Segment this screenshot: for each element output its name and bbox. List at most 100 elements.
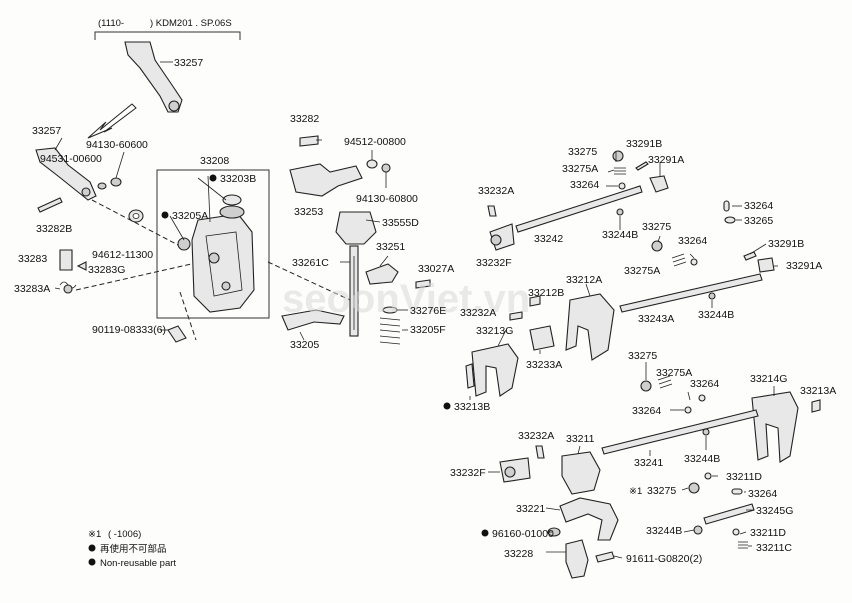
part-label-33232A-top: 33232A [478, 185, 514, 197]
pin-33291B-right [743, 251, 757, 261]
part-label-33275A-mid: 33275A [624, 265, 660, 277]
part-label-33261C: 33261C [292, 257, 329, 269]
head-33211 [561, 451, 601, 495]
fork-33213G [471, 343, 519, 397]
part-label-33245G: 33245G [756, 505, 793, 517]
pin-33282 [299, 135, 319, 147]
part-label-33211D-top: 33211D [726, 471, 762, 483]
pin-33212B [529, 295, 541, 307]
pin-33282B [37, 197, 63, 213]
pin-33244B-low [702, 428, 710, 436]
gasket-33205A [177, 237, 191, 251]
part-label-33257: 33257 [32, 125, 61, 137]
block-33228 [565, 539, 589, 579]
legend-note-range: ( -1006) [108, 529, 141, 540]
part-label-33233A: 33233A [526, 359, 562, 371]
spring-33275A-mid [671, 253, 687, 267]
part-label-94130-60800: 94130-60800 [356, 193, 418, 205]
leader-lines [160, 139, 778, 559]
part-label-33291A-right: 33291A [786, 260, 822, 272]
part-label-33275-low: 33275 [628, 350, 657, 362]
part-label-33232F-low: 33232F [450, 467, 486, 479]
note-mark: ※1 [629, 486, 642, 497]
part-label-33291A-top: 33291A [648, 154, 684, 166]
head-33233A [529, 325, 555, 351]
ball-33264-low2 [684, 406, 692, 414]
fork-33214G [751, 391, 799, 463]
lever-33221 [559, 497, 619, 541]
part-label-33242: 33242 [534, 233, 563, 245]
shift-lever-lower [35, 147, 97, 201]
part-label-91611-G0820: 91611-G0820(2) [626, 553, 702, 565]
part-label-33244B-low: 33244B [684, 453, 720, 465]
part-label-33243A: 33243A [638, 313, 674, 325]
pin-33244B-bottom [693, 525, 703, 535]
pin-33244B-top [616, 208, 624, 216]
spring-33211C [738, 541, 748, 549]
part-label-33283A: 33283A [14, 283, 50, 295]
part-label-33275A-low: 33275A [656, 367, 692, 379]
part-label-33203B: 33203B [220, 173, 256, 185]
part-label-33276E: 33276E [410, 305, 446, 317]
detent-33275-top [612, 150, 624, 162]
part-label-33213B: 33213B [454, 401, 490, 413]
part-label-33212A: 33212A [566, 274, 602, 286]
part-label-33265: 33265 [744, 215, 773, 227]
legend: ※1 ( -1006) 再使用不可部品 Non-reusable part [88, 529, 176, 569]
part-label-33228: 33228 [504, 548, 533, 560]
part-label-33241: 33241 [634, 457, 663, 469]
detent-33275-star [688, 482, 700, 494]
pin-33232A-low [535, 445, 545, 459]
pin-33213A [811, 399, 821, 413]
legend-line-en: Non-reusable part [100, 558, 176, 569]
spring-33275A-low [657, 375, 673, 389]
part-label-33211C: 33211C [756, 542, 792, 554]
part-label-90119-08333: 90119-08333(6) [92, 324, 166, 336]
part-label-94512-00800: 94512-00800 [344, 136, 406, 148]
part-label-33205: 33205 [290, 339, 319, 351]
part-label-33291B-right: 33291B [768, 238, 804, 250]
part-label-33282: 33282 [290, 113, 319, 125]
bolt-33213B [465, 363, 475, 389]
part-label-33232A-mid: 33232A [460, 307, 496, 319]
case-group-frame [156, 169, 270, 319]
pin-33232A-top [487, 205, 497, 217]
lever-33205 [281, 309, 345, 331]
washer-94612 [128, 209, 144, 223]
part-label-33264-bottom: 33264 [748, 488, 777, 500]
pin-33232A-mid [509, 311, 523, 321]
part-label-33221: 33221 [516, 503, 545, 515]
part-label-33282B: 33282B [36, 223, 72, 235]
nut-94130-60600 [110, 177, 122, 187]
part-label-33275-top: 33275 [568, 146, 597, 158]
part-label-33232A-low: 33232A [518, 430, 554, 442]
direction-arrow-icon [87, 103, 137, 139]
bolt-94531 [97, 182, 107, 190]
part-label-33208: 33208 [200, 155, 229, 167]
pin-33283 [59, 249, 73, 271]
part-number-labels: 332573325794531-0060094130-6060033282B94… [14, 57, 836, 565]
clip-33283G [76, 261, 87, 271]
part-label-33213G: 33213G [476, 325, 513, 337]
fork-33212A [565, 293, 615, 361]
shift-case-33208 [191, 213, 255, 313]
spring-33283A [59, 281, 77, 294]
pin-33291B-top [635, 161, 649, 171]
part-label-33213A: 33213A [800, 385, 836, 397]
shaft-33241 [601, 409, 759, 455]
part-label-94612-11300: 94612-11300 [92, 249, 153, 261]
ball-33264-right [723, 200, 730, 212]
bolt-91611 [595, 551, 615, 563]
part-label-33027A: 33027A [418, 263, 454, 275]
ball-33211D-bottom [732, 528, 740, 536]
legend-line-jp: 再使用不可部品 [100, 543, 167, 555]
detent-33275-low [640, 380, 652, 392]
part-label-33555D: 33555D [382, 217, 419, 229]
pin-33027A [415, 279, 431, 289]
plug-33265 [724, 216, 736, 224]
part-label-33291B-top: 33291B [626, 138, 662, 150]
part-label-33244B-top: 33244B [602, 229, 638, 241]
bracket-model-text: ) KDM201 . SP.06S [150, 18, 232, 29]
ball-33264-low [698, 394, 706, 402]
